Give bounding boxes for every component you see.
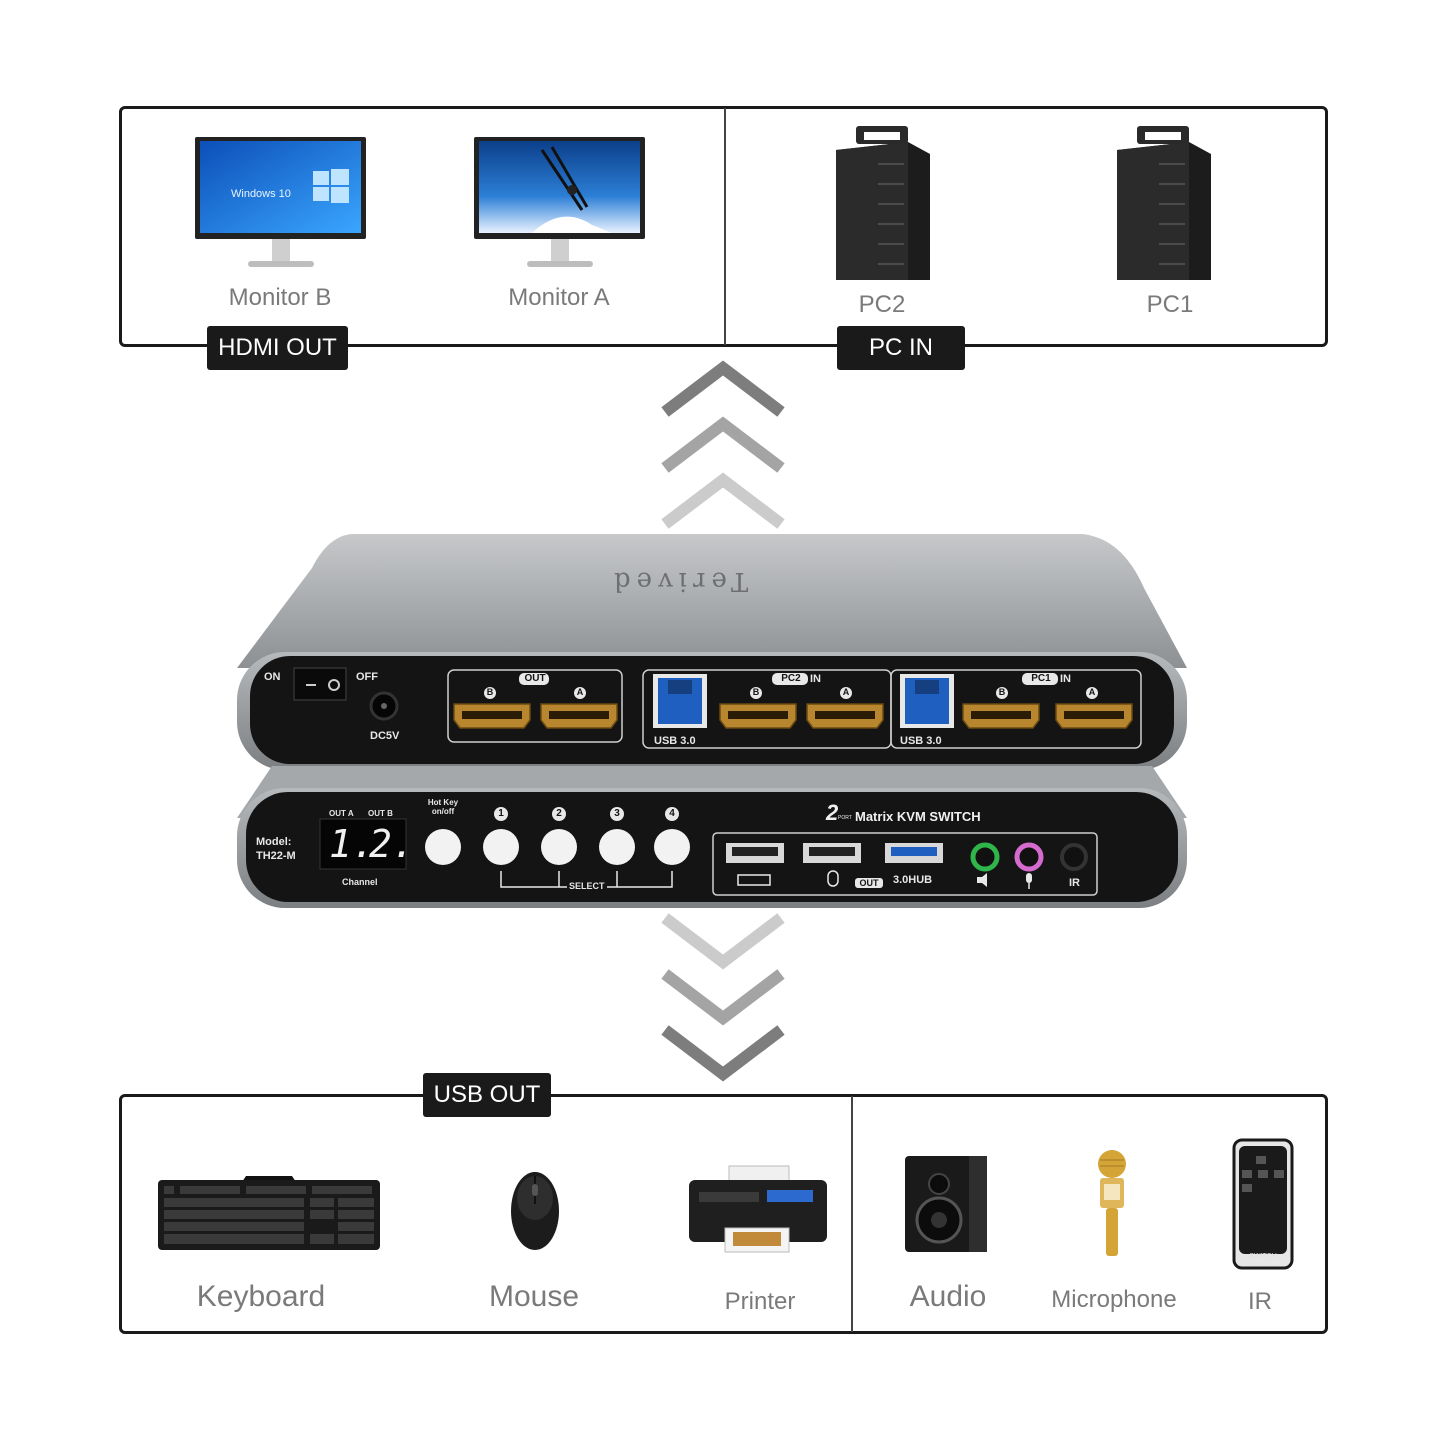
pc1-usb-label: USB 3.0 <box>900 735 942 747</box>
pc1-group-label: PC1 <box>1031 673 1051 684</box>
product-title: Matrix KVM SWITCH <box>855 809 981 824</box>
usb-out-tag: OUT <box>859 878 879 888</box>
display-out-b: 2. <box>369 822 415 866</box>
select-button-3[interactable] <box>599 829 635 865</box>
hub-label: 3.0HUB <box>893 874 933 886</box>
pc2-port-a-label: A <box>842 687 850 697</box>
dc-input-label: DC5V <box>370 730 400 742</box>
rear-panel <box>293 667 1142 749</box>
pc2-port-b-label: B <box>752 687 760 697</box>
pc1-in-label: IN <box>1060 673 1071 685</box>
select-button-2[interactable] <box>541 829 577 865</box>
product-title-num: 2 <box>826 800 839 825</box>
monitor-a-label: Monitor A <box>508 284 610 311</box>
monitor-a-icon <box>474 137 645 267</box>
select-num-2: 2 <box>556 808 562 819</box>
microphone-label: Microphone <box>1051 1286 1177 1313</box>
hdmi-out-tag: HDMI OUT <box>207 326 348 370</box>
pc1-label: PC1 <box>1146 291 1194 318</box>
pc-in-tag: PC IN <box>837 326 965 370</box>
product-title-port: PORT <box>838 815 852 821</box>
printer-label: Printer <box>724 1288 796 1315</box>
remote-switch-text: SWITCH <box>1249 1253 1277 1260</box>
keyboard-label: Keyboard <box>196 1280 326 1313</box>
select-button-4[interactable] <box>654 829 690 865</box>
out-b-label: OUT B <box>368 809 393 818</box>
display-out-a: 1. <box>329 822 375 866</box>
pc2-label: PC2 <box>858 291 906 318</box>
monitor-b-screen-text: Windows 10 <box>231 188 291 200</box>
pc2-in-label: IN <box>810 673 821 685</box>
model-label: Model: <box>256 836 292 848</box>
pc2-tower-icon <box>836 126 930 280</box>
out-group-label: OUT <box>524 673 546 684</box>
ir-remote-icon <box>1232 1138 1294 1270</box>
select-button-1[interactable] <box>483 829 519 865</box>
audio-label: Audio <box>909 1280 987 1313</box>
front-panel <box>319 807 1098 896</box>
speaker-icon <box>905 1156 987 1252</box>
out-a-label: OUT A <box>329 809 354 818</box>
channel-label: Channel <box>342 877 378 887</box>
mouse-icon <box>511 1172 559 1250</box>
keyboard-icon <box>158 1176 380 1250</box>
pc1-port-b-label: B <box>998 687 1006 697</box>
mouse-label: Mouse <box>488 1280 580 1313</box>
power-on-label: ON <box>264 671 281 683</box>
bottom-frame-divider <box>851 1096 853 1332</box>
monitor-b-icon: Windows 10 <box>195 137 366 267</box>
select-num-3: 3 <box>614 808 620 819</box>
microphone-icon <box>1098 1150 1126 1256</box>
port-a-label: A <box>576 687 584 697</box>
hotkey-button[interactable] <box>425 829 461 865</box>
ir-label: IR <box>1248 1288 1272 1315</box>
pc1-tower-icon <box>1117 126 1211 280</box>
model-value: TH22-M <box>256 850 296 862</box>
hotkey-label: Hot Key on/off <box>427 798 459 816</box>
ir-port-label: IR <box>1069 877 1080 889</box>
port-b-label: B <box>486 687 494 697</box>
select-num-4: 4 <box>669 808 675 819</box>
pc1-port-a-label: A <box>1088 687 1096 697</box>
select-label: SELECT <box>567 881 607 891</box>
select-num-1: 1 <box>498 808 504 819</box>
brand-logo: Terived <box>608 566 749 596</box>
top-frame-divider <box>724 108 726 345</box>
monitor-b-label: Monitor B <box>228 284 332 311</box>
down-arrows-icon <box>661 913 785 1082</box>
pc2-group-label: PC2 <box>781 673 801 684</box>
printer-icon <box>689 1165 827 1253</box>
power-off-label: OFF <box>356 671 378 683</box>
pc2-usb-label: USB 3.0 <box>654 735 696 747</box>
up-arrows-icon <box>661 360 785 529</box>
usb-out-group-tag: USB OUT <box>423 1073 551 1117</box>
